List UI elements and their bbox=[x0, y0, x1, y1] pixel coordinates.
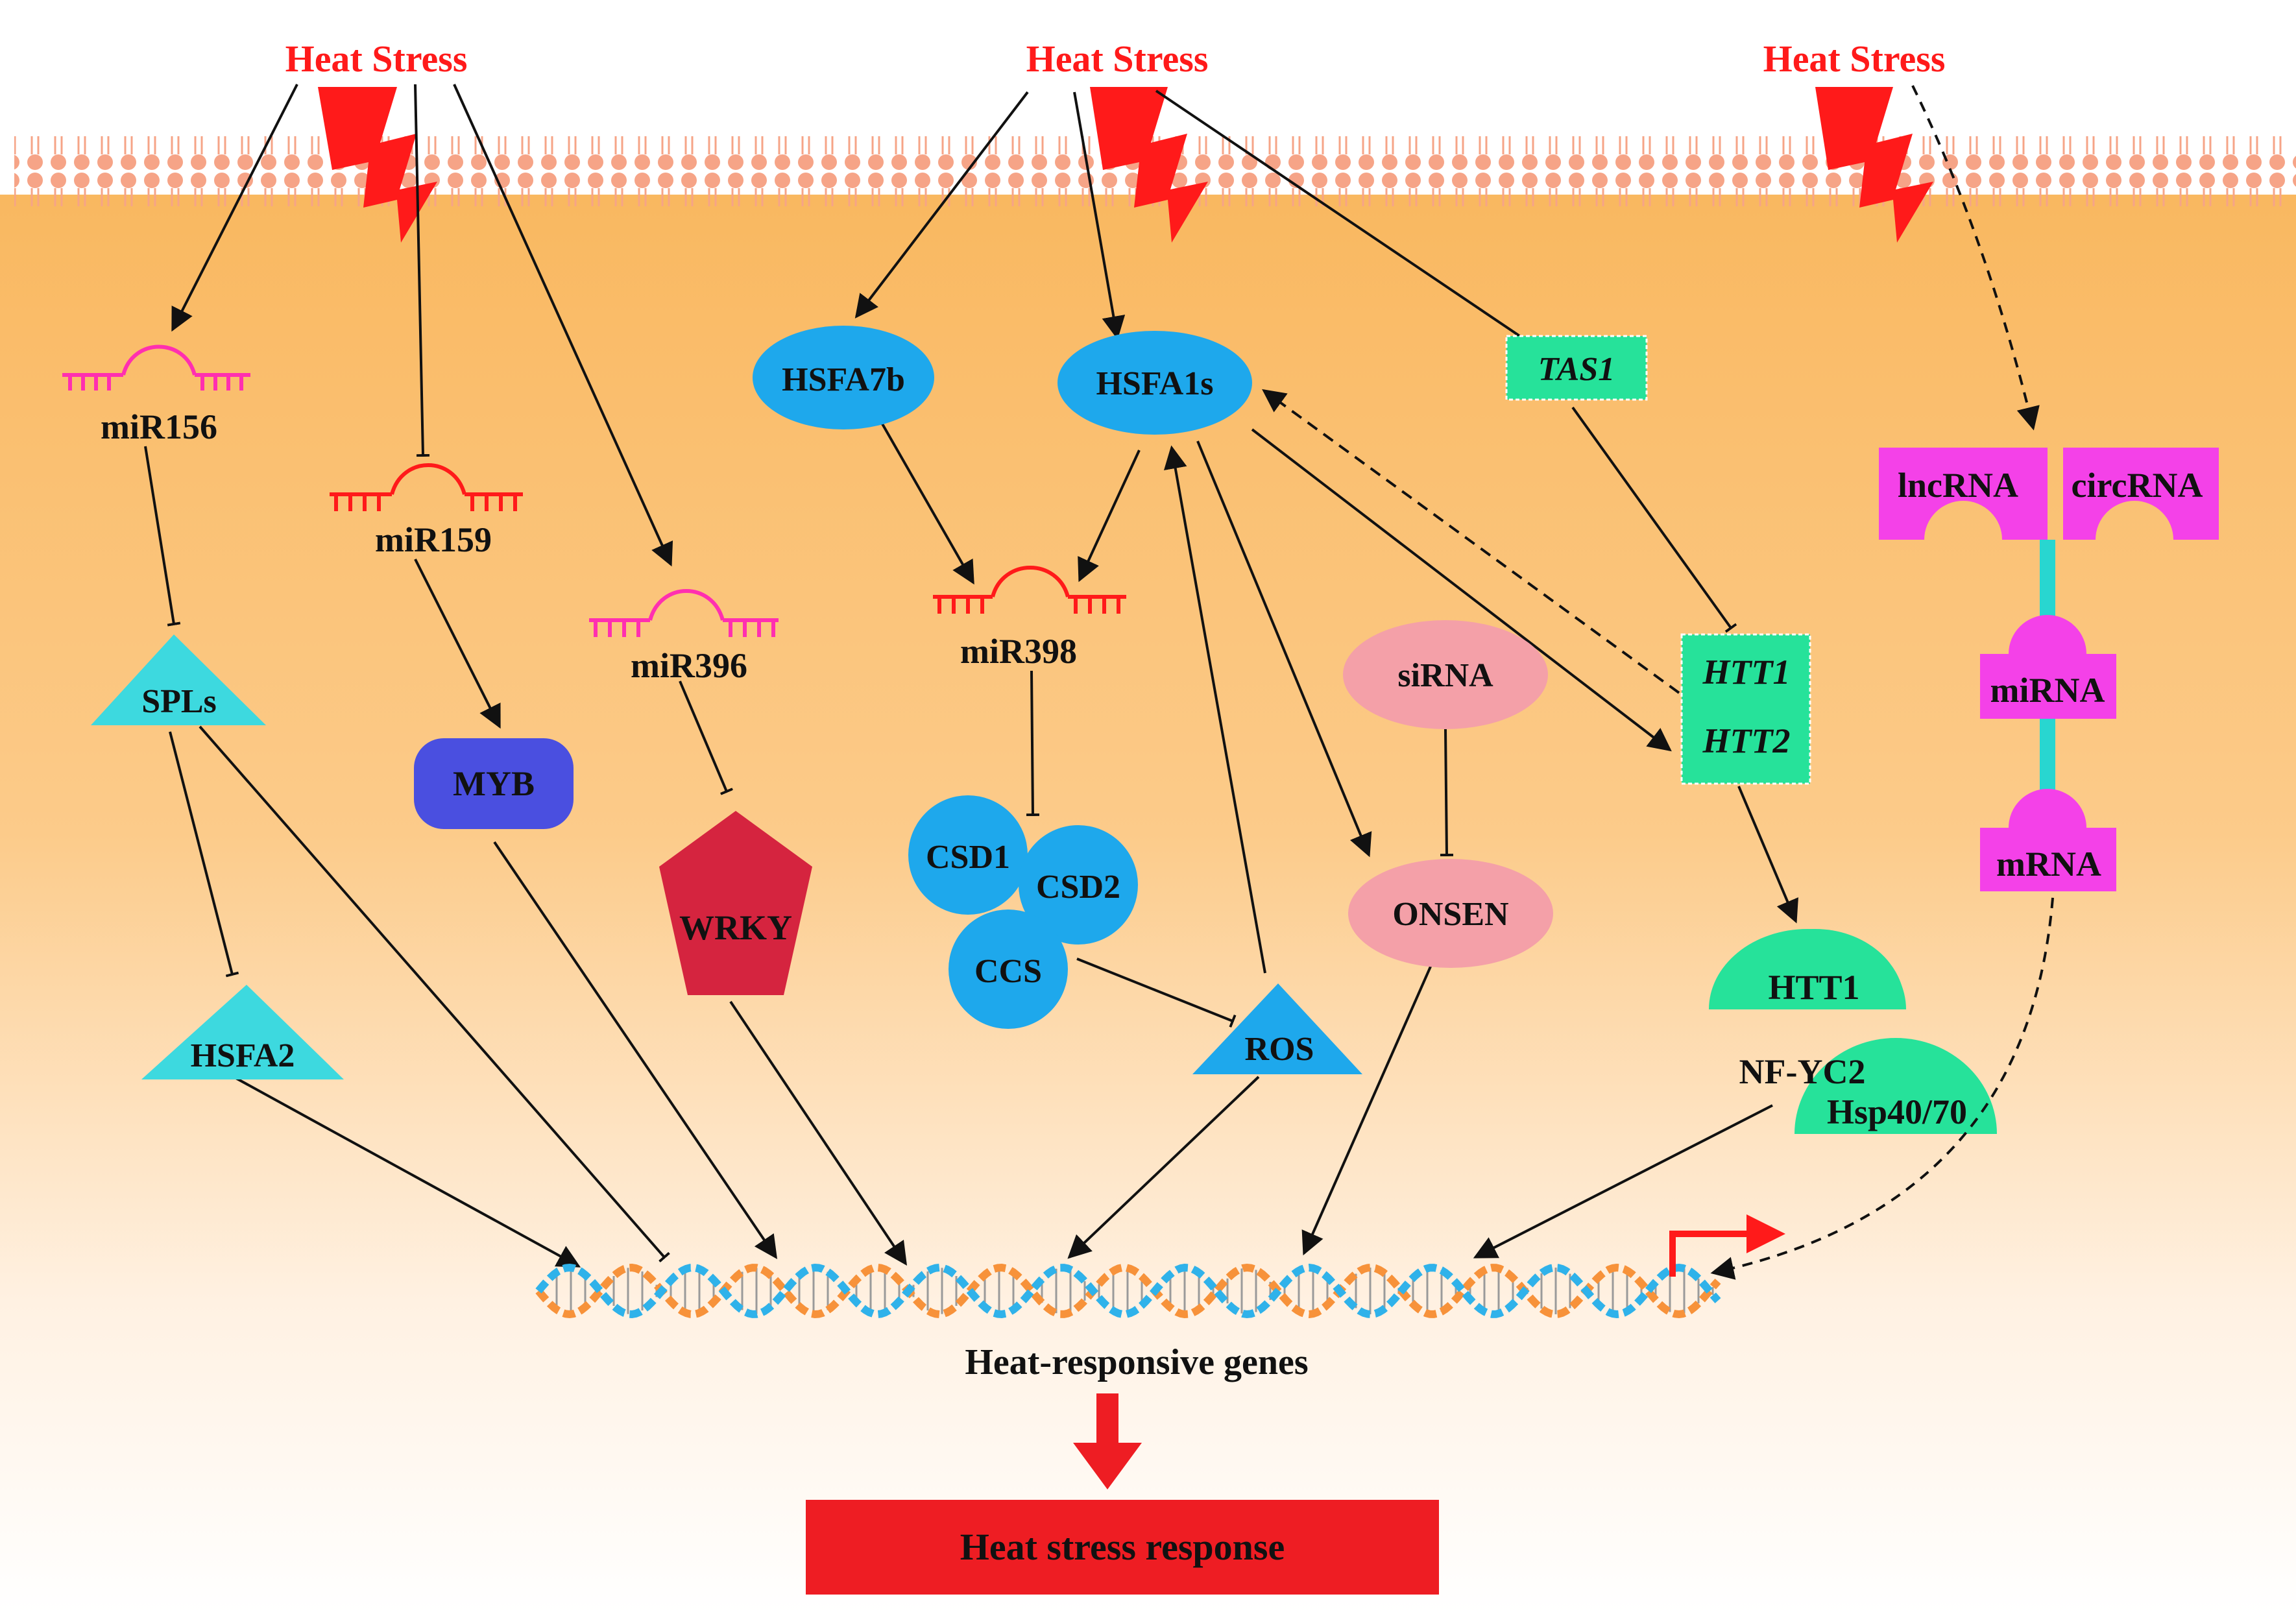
ros-node bbox=[1192, 983, 1362, 1074]
lightning-bolt-icon bbox=[1090, 87, 1208, 243]
ccs-node bbox=[949, 909, 1068, 1029]
down-arrow-icon bbox=[1073, 1393, 1142, 1489]
hsfa7b-node bbox=[753, 326, 934, 429]
onsen-label: ONSEN bbox=[1392, 896, 1508, 933]
lncrna-label: lncRNA bbox=[1898, 466, 2018, 505]
lightning-bolt-icon bbox=[1815, 87, 1933, 243]
lightning-bolt-icon bbox=[318, 87, 437, 243]
htt1-gene-label: HTT1 bbox=[1702, 653, 1791, 692]
hsfa1s-label: HSFA1s bbox=[1096, 365, 1213, 402]
mrna-node bbox=[1980, 789, 2116, 891]
wrky-node bbox=[659, 811, 812, 995]
mir159-label: miR159 bbox=[375, 520, 492, 559]
circrna-label: circRNA bbox=[2072, 466, 2203, 505]
mir396-hairpin-icon bbox=[589, 589, 779, 637]
heat-stress-response-label: Heat stress response bbox=[960, 1526, 1285, 1568]
heat-stress-response-box bbox=[806, 1500, 1439, 1595]
spls-label: SPLs bbox=[141, 683, 217, 720]
sirna-label: siRNA bbox=[1397, 657, 1493, 694]
hsfa2-label: HSFA2 bbox=[191, 1037, 295, 1074]
csd2-label: CSD2 bbox=[1036, 869, 1120, 906]
mir156-label: miR156 bbox=[101, 407, 217, 446]
myb-label: MYB bbox=[453, 764, 535, 803]
mir156-hairpin-icon bbox=[62, 344, 250, 391]
hsfa7b-label: HSFA7b bbox=[782, 361, 905, 398]
spls-node bbox=[91, 634, 266, 725]
hsfa1s-node bbox=[1057, 331, 1252, 435]
rna-connector bbox=[2040, 719, 2055, 790]
mir159-hairpin-icon bbox=[330, 463, 523, 511]
sirna-node bbox=[1343, 620, 1548, 729]
htt2-gene-label: HTT2 bbox=[1702, 721, 1791, 760]
heat-stress-label-right: Heat Stress bbox=[1763, 38, 1946, 80]
dna-helix-icon bbox=[535, 1263, 1721, 1319]
mir398-hairpin-icon bbox=[933, 566, 1126, 614]
ccs-label: CCS bbox=[974, 953, 1042, 990]
mir398-label: miR398 bbox=[960, 632, 1077, 671]
csd1-node bbox=[908, 795, 1028, 915]
csd2-node bbox=[1019, 825, 1138, 945]
circrna-node bbox=[2063, 448, 2219, 540]
heat-responsive-genes-label: Heat-responsive genes bbox=[965, 1342, 1308, 1382]
myb-node bbox=[414, 738, 574, 829]
ros-label: ROS bbox=[1245, 1031, 1314, 1068]
hsp40-70-node bbox=[1795, 1038, 1997, 1134]
htt-genes-node bbox=[1680, 633, 1811, 785]
mirna-label: miRNA bbox=[1990, 671, 2105, 710]
rna-connector bbox=[2040, 540, 2055, 623]
heat-stress-label-center: Heat Stress bbox=[1026, 38, 1209, 80]
lncrna-node bbox=[1879, 448, 2048, 540]
csd1-label: CSD1 bbox=[926, 839, 1010, 876]
mirna-node bbox=[1980, 615, 2116, 719]
hsp40-70-label: Hsp40/70 bbox=[1827, 1092, 1967, 1131]
htt1-protein-label: HTT1 bbox=[1768, 968, 1859, 1007]
tas1-node bbox=[1505, 335, 1648, 401]
mrna-label: mRNA bbox=[1996, 845, 2101, 884]
nf-yc2-label: NF-YC2 bbox=[1739, 1052, 1866, 1091]
transcription-start-arrow-icon bbox=[1669, 1214, 1785, 1277]
tas1-label: TAS1 bbox=[1538, 351, 1615, 388]
heat-stress-label-left: Heat Stress bbox=[285, 38, 468, 80]
mir396-label: miR396 bbox=[631, 646, 747, 685]
onsen-node bbox=[1348, 859, 1553, 968]
htt1-protein-node bbox=[1726, 929, 1905, 1006]
wrky-label: WRKY bbox=[679, 908, 792, 947]
hsfa2-node bbox=[141, 985, 344, 1079]
